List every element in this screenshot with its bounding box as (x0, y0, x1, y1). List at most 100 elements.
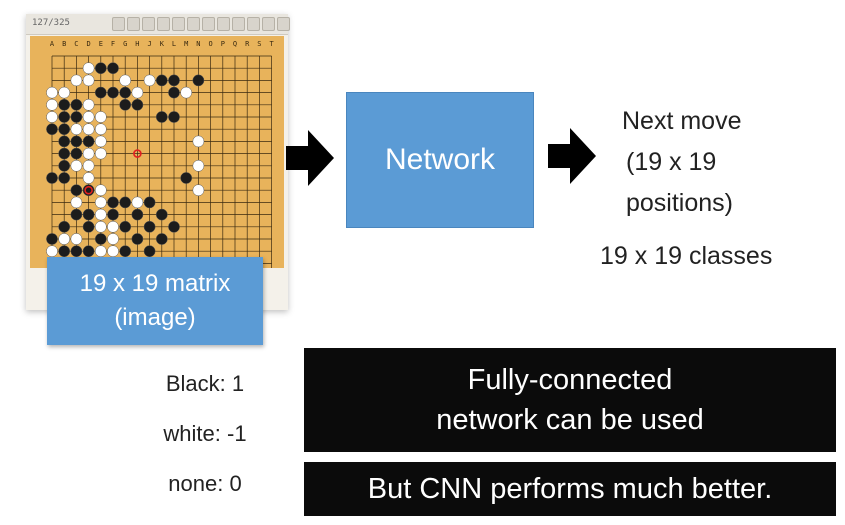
matrix-label-line1: 19 x 19 matrix (79, 270, 231, 297)
white-stone (46, 98, 58, 111)
black-stone (46, 172, 58, 184)
white-stone (131, 196, 144, 209)
black-stone (131, 208, 144, 221)
black-stone (107, 62, 119, 75)
black-stone (58, 220, 71, 233)
black-stone (58, 135, 71, 148)
white-stone (119, 74, 132, 87)
black-stone (70, 111, 83, 123)
black-stone (46, 123, 58, 136)
black-stone (46, 233, 58, 245)
white-stone (94, 245, 107, 258)
black-stone (58, 147, 71, 160)
black-stone (168, 111, 180, 123)
black-stone (155, 233, 168, 245)
black-stone (94, 233, 107, 245)
matrix-label-box: 19 x 19 matrix (image) (47, 257, 263, 345)
black-stone (70, 135, 83, 148)
black-stone (119, 98, 132, 111)
toolbar-button (127, 17, 140, 31)
white-stone (70, 74, 83, 87)
board-column-letter: R (245, 40, 250, 48)
black-stone (58, 172, 71, 184)
white-stone (58, 233, 71, 245)
black-stone (58, 111, 71, 123)
black-stone (155, 111, 168, 123)
board-move-counter: 127/325 (32, 18, 70, 28)
white-stone (70, 123, 83, 136)
black-stone (131, 233, 144, 245)
white-stone (143, 74, 156, 87)
white-stone (82, 172, 95, 184)
output-description: Next move (19 x 19 positions) (622, 101, 741, 224)
arrow-right-icon (548, 128, 596, 184)
toolbar-button (142, 17, 155, 31)
black-stone (168, 220, 180, 233)
fc-banner-line2: network can be used (436, 404, 704, 436)
legend-black: Black: 1 (165, 371, 245, 396)
white-stone (82, 62, 95, 75)
black-stone (155, 208, 168, 221)
network-box: Network (346, 92, 534, 228)
fc-banner-line1: Fully-connected (467, 364, 673, 396)
board-column-letter: P (221, 40, 225, 48)
black-stone (119, 245, 132, 258)
black-stone (143, 245, 156, 258)
toolbar-button (247, 17, 260, 31)
black-stone (58, 245, 71, 258)
black-stone (94, 86, 107, 99)
white-stone (180, 86, 193, 99)
white-stone (94, 147, 107, 160)
black-stone (58, 123, 71, 136)
white-stone (94, 111, 107, 123)
board-toolbar-buttons (112, 17, 290, 31)
last-move-marker (133, 149, 142, 158)
black-stone (119, 196, 132, 209)
toolbar-button (217, 17, 230, 31)
black-stone (70, 208, 83, 221)
toolbar-button (157, 17, 170, 31)
white-stone (82, 98, 95, 111)
toolbar-button (262, 17, 275, 31)
board-column-letter: B (62, 40, 66, 48)
black-stone (58, 159, 71, 172)
matrix-label-line2: (image) (114, 304, 196, 331)
white-stone (70, 233, 83, 245)
white-stone (82, 111, 95, 123)
white-stone (94, 184, 107, 197)
board-column-letter: E (99, 40, 103, 48)
black-stone (143, 196, 156, 209)
toolbar-button (277, 17, 290, 31)
output-line3: positions) (626, 189, 733, 217)
cnn-banner-text: But CNN performs much better. (367, 473, 773, 505)
white-stone (82, 123, 95, 136)
toolbar-button (232, 17, 245, 31)
black-stone (82, 135, 95, 148)
black-stone (82, 245, 95, 258)
white-stone (58, 86, 71, 99)
board-column-letter: N (196, 40, 200, 48)
white-stone (107, 233, 119, 245)
black-stone (70, 184, 83, 197)
black-stone (82, 220, 95, 233)
white-stone (94, 135, 107, 148)
white-stone (46, 111, 58, 123)
white-stone (82, 74, 95, 87)
black-stone (143, 220, 156, 233)
white-stone (94, 208, 107, 221)
black-stone (180, 172, 193, 184)
black-stone (155, 74, 168, 87)
board-column-letter: G (123, 40, 127, 48)
board-column-letter: O (208, 40, 212, 48)
board-column-letter: F (111, 40, 115, 48)
board-column-letter: D (86, 40, 90, 48)
arrow-right-icon (286, 130, 334, 186)
white-stone (82, 159, 95, 172)
white-stone (82, 147, 95, 160)
white-stone (94, 196, 107, 209)
white-stone (192, 135, 205, 148)
black-stone (70, 147, 83, 160)
white-stone (192, 184, 205, 197)
white-stone (70, 196, 83, 209)
black-stone (131, 98, 144, 111)
